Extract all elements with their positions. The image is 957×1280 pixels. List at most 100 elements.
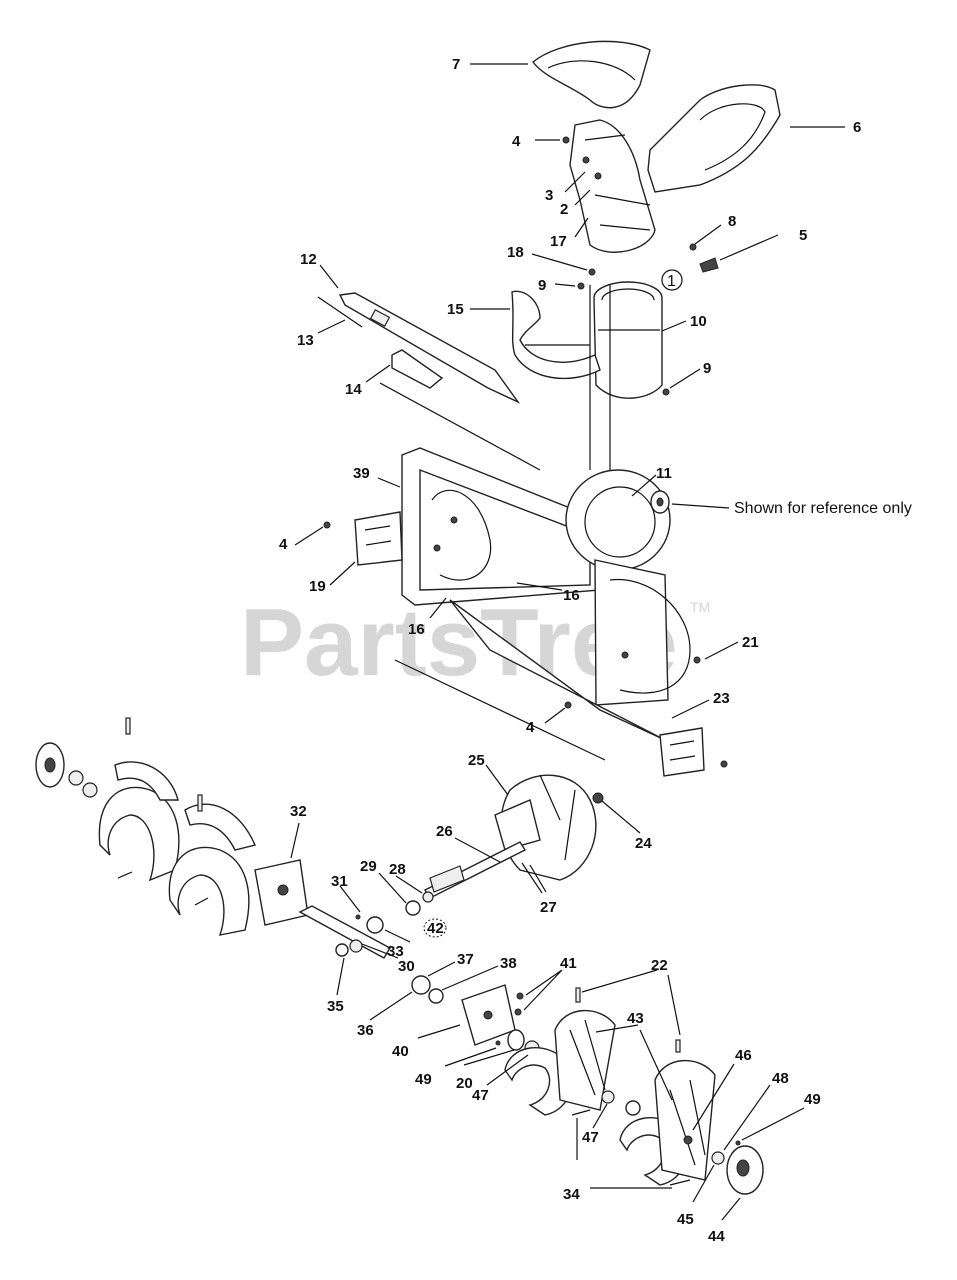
callout-circle-1-text: 1	[667, 273, 676, 290]
part-label-33: 33	[387, 943, 404, 960]
part-label-36: 36	[357, 1022, 374, 1039]
right-auger-part-43-b	[619, 1059, 716, 1186]
shear-pins-part-34	[571, 1109, 691, 1186]
skid-shoe-part-19	[354, 511, 403, 566]
part-label-3: 3	[545, 187, 553, 204]
part-label-9-top: 9	[538, 277, 546, 294]
lower-chute-part-10	[593, 281, 670, 399]
impeller-shaft-part-26	[424, 841, 526, 899]
guide-line-c	[394, 659, 606, 761]
part-label-21: 21	[742, 634, 759, 651]
part-label-10: 10	[690, 313, 707, 330]
screw-part-49a	[495, 1040, 501, 1046]
watermark-trademark: TM	[690, 599, 710, 615]
part-label-29: 29	[360, 858, 377, 875]
bolt-part-22a	[575, 987, 581, 1003]
part-label-37: 37	[457, 951, 474, 968]
bearing-part-20	[507, 1029, 525, 1051]
washer-part-38	[428, 988, 444, 1004]
callout-circle-42	[423, 918, 447, 938]
skid-shoe-right	[659, 727, 705, 777]
part-label-19: 19	[309, 578, 326, 595]
nut-part-21	[693, 656, 701, 664]
part-label-4-bottom: 4	[526, 719, 535, 736]
hex-nut-part-4-left	[323, 521, 331, 529]
part-label-18: 18	[507, 244, 524, 261]
part-label-4-left: 4	[279, 536, 288, 553]
part-label-11: 11	[656, 465, 672, 482]
chute-handle-part-6	[647, 84, 781, 193]
part-label-47-right: 47	[582, 1129, 599, 1146]
part-label-16-left: 16	[408, 621, 425, 638]
part-label-6: 6	[853, 119, 861, 136]
part-label-30: 30	[398, 958, 415, 975]
part-label-9-bottom: 9	[703, 360, 711, 377]
part-label-26: 26	[436, 823, 453, 840]
part-label-4: 4	[512, 133, 521, 150]
part-label-34: 34	[563, 1186, 580, 1203]
washer-part-30-small	[349, 939, 363, 953]
upper-chute-part-17	[569, 119, 656, 253]
washer-part-37	[411, 975, 431, 995]
part-label-15: 15	[447, 301, 464, 318]
part-label-49-left: 49	[415, 1071, 432, 1088]
part-label-44: 44	[708, 1228, 725, 1245]
chute-crank-part-12	[338, 292, 521, 404]
part-label-17: 17	[550, 233, 567, 250]
washer-part-33	[366, 916, 384, 934]
chute-deflector-part-7	[532, 40, 651, 109]
part-label-35: 35	[327, 998, 344, 1015]
bolt-part-4-bottom	[564, 701, 572, 709]
part-label-41: 41	[560, 955, 577, 972]
bushing-part-47b	[601, 1090, 615, 1104]
gear-housing-cover-part-40	[461, 984, 516, 1046]
part-label-46: 46	[735, 1047, 752, 1064]
part-label-47-left: 47	[472, 1087, 489, 1104]
callout-circle-1	[661, 269, 683, 291]
part-label-24: 24	[635, 835, 652, 852]
washer-part-8	[689, 243, 697, 251]
part-label-12: 12	[300, 251, 317, 268]
part-label-43: 43	[627, 1010, 644, 1027]
auger-housing-part-39	[401, 447, 691, 741]
reference-bearing	[650, 490, 670, 514]
gear-housing-part-32	[254, 859, 309, 926]
part-label-7: 7	[452, 56, 460, 73]
washer-part-45	[711, 1151, 725, 1165]
reference-note: Shown for reference only	[734, 500, 912, 517]
part-label-16-right: 16	[563, 587, 580, 604]
bearing-flange-part-44	[726, 1145, 764, 1195]
spacer-right	[625, 1100, 641, 1116]
part-label-28: 28	[389, 861, 406, 878]
part-label-38: 38	[500, 955, 517, 972]
part-label-49-right: 49	[804, 1091, 821, 1108]
part-label-27: 27	[540, 899, 557, 916]
part-label-13: 13	[297, 332, 314, 349]
screw-part-41b	[514, 1008, 522, 1016]
part-label-23: 23	[713, 690, 730, 707]
bushing-part-46	[683, 1135, 693, 1145]
part-label-2: 2	[560, 201, 568, 218]
part-label-39: 39	[353, 465, 370, 482]
callout-circle-42-text: 42	[427, 920, 444, 937]
hex-nut-part-4-top	[562, 136, 570, 144]
washer-part-29	[405, 900, 421, 916]
bearing-part-28	[422, 891, 434, 903]
part-label-5: 5	[799, 227, 807, 244]
part-label-20: 20	[456, 1075, 473, 1092]
nut-part-9	[577, 282, 585, 290]
pin-part-13	[317, 296, 363, 328]
screw-part-49b	[735, 1140, 741, 1146]
nut-part-18	[588, 268, 596, 276]
part-label-14: 14	[345, 381, 362, 398]
leader-lines	[290, 63, 845, 1221]
part-label-31: 31	[331, 873, 348, 890]
part-label-48: 48	[772, 1070, 789, 1087]
impeller-assembly-part-25	[494, 774, 604, 881]
chute-flange-keeper-part-15	[511, 290, 601, 380]
guide-line-a	[379, 382, 541, 471]
clip-part-5	[699, 257, 719, 273]
part-label-22: 22	[651, 957, 668, 974]
part-label-45: 45	[677, 1211, 694, 1228]
